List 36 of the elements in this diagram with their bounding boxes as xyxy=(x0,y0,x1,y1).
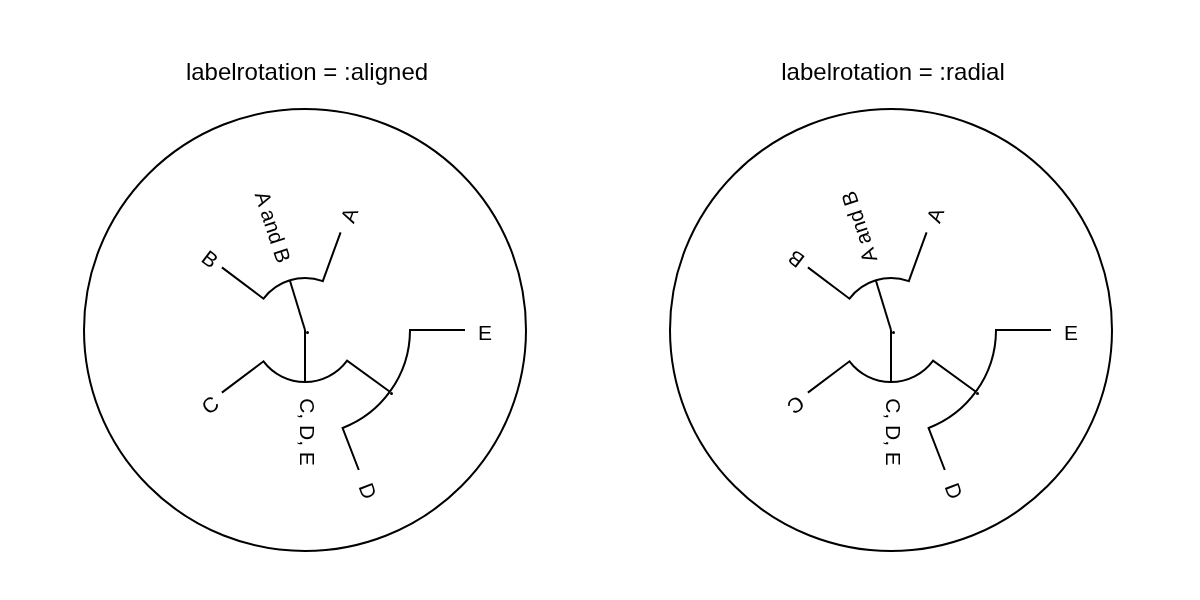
tree-branch xyxy=(304,329,306,383)
tree-branch xyxy=(874,231,928,283)
leaf-label: C xyxy=(197,392,222,419)
clade-label: C, D, E xyxy=(882,398,904,466)
tree-branch xyxy=(974,329,1052,393)
clade-label: A and B xyxy=(251,189,295,266)
leaf-label: A xyxy=(923,205,948,226)
tree-branch xyxy=(288,279,306,331)
leaf-label: C xyxy=(783,392,808,419)
tree-branch xyxy=(388,329,466,393)
leaf-label: D xyxy=(355,479,381,502)
branch-point xyxy=(390,392,394,396)
tree-branch xyxy=(890,329,892,383)
tree-branch xyxy=(304,359,391,393)
leaf-label: D xyxy=(941,479,967,502)
branch-point xyxy=(305,330,309,334)
tree-branch xyxy=(288,231,342,283)
tree-branch xyxy=(220,266,291,300)
branch-point xyxy=(891,330,895,334)
leaf-label: B xyxy=(783,246,808,272)
leaf-label: B xyxy=(197,246,222,272)
panel-title: labelrotation = :aligned xyxy=(185,58,429,86)
branch-point xyxy=(976,392,980,396)
tree-branch xyxy=(806,266,877,300)
tree-branch xyxy=(341,390,391,471)
tree-branch xyxy=(890,359,977,393)
tree-branch xyxy=(874,279,892,331)
tree-branch xyxy=(806,360,892,394)
leaf-label: E xyxy=(1064,321,1078,343)
tree-branch xyxy=(927,390,977,471)
panel-title: labelrotation = :radial xyxy=(781,58,1005,86)
tree-branch xyxy=(220,360,306,394)
leaf-label: A xyxy=(337,205,362,226)
leaf-label: E xyxy=(478,321,492,343)
clade-label: A and B xyxy=(837,189,881,266)
clade-label: C, D, E xyxy=(296,398,318,466)
